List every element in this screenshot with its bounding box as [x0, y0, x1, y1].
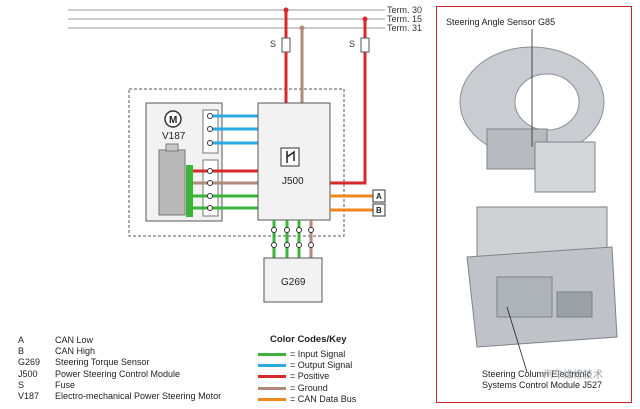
motor-symbol: M: [169, 115, 177, 126]
angle-sensor-caption: Steering Angle Sensor G85: [446, 17, 556, 27]
swatch: [258, 386, 286, 390]
term30-label: Term. 30: [387, 5, 422, 15]
g269-sensor: [263, 257, 323, 303]
legend-row: J500 Power Steering Control Module: [18, 369, 258, 380]
pin: [207, 180, 213, 186]
legend-desc: Fuse: [55, 379, 76, 390]
legend-desc: Electro-mechanical Power Steering Motor: [55, 390, 222, 401]
module-enclosure: [128, 88, 345, 237]
component-photo-panel: [436, 6, 632, 403]
control-module-icon-arrow: [286, 150, 295, 161]
can-high-label: B: [376, 206, 382, 215]
pin: [296, 242, 302, 248]
pin: [296, 227, 302, 233]
color-key-label: = Ground: [290, 382, 328, 393]
pin: [207, 205, 213, 211]
legend-code: J500: [18, 368, 38, 379]
motor-position-sensor: [158, 149, 186, 216]
abbreviation-legend: A CAN Low B CAN High G269 Steering Torque S…: [18, 335, 258, 402]
fuse-label: S: [349, 39, 355, 49]
steering-module-illustration: [459, 29, 618, 373]
can-high-terminal: [372, 203, 386, 217]
color-key-row: = CAN Data Bus: [258, 394, 428, 405]
g269-label: G269: [281, 277, 306, 288]
sensor-cap: [165, 143, 179, 152]
color-key-row: = Output Signal: [258, 360, 428, 371]
legend-row: S Fuse: [18, 380, 258, 391]
pin: [271, 227, 277, 233]
j527-connector: [556, 291, 593, 318]
pin: [207, 113, 213, 119]
color-key-row: = Positive: [258, 371, 428, 382]
control-module-icon: [280, 147, 300, 167]
term15-label: Term. 15: [387, 14, 422, 24]
legend-row: G269 Steering Torque Sensor: [18, 357, 258, 368]
pin: [207, 126, 213, 132]
sensor-bracket: [534, 141, 596, 193]
color-key-row: = Ground: [258, 383, 428, 394]
pin: [284, 227, 290, 233]
can-low-label: A: [376, 192, 382, 201]
fuse: [281, 37, 291, 53]
legend-row: V187 Electro-mechanical Power Steering Mo…: [18, 391, 258, 402]
pin: [207, 168, 213, 174]
color-key-row: = Input Signal: [258, 349, 428, 360]
j527-connector: [496, 276, 553, 318]
color-key-label: = CAN Data Bus: [290, 393, 357, 404]
j500-label: J500: [282, 176, 304, 187]
fuse-label: S: [270, 39, 276, 49]
legend-desc: CAN High: [55, 346, 96, 357]
ring-center-hole: [514, 73, 580, 131]
term31-label: Term. 31: [387, 23, 422, 33]
watermark-text: 汽车维修技术: [543, 370, 603, 381]
pin: [284, 242, 290, 248]
positive-wire: [330, 52, 367, 185]
caption-line: Systems Control Module J527: [482, 380, 603, 390]
legend-row: B CAN High: [18, 346, 258, 357]
legend-code: G269: [18, 357, 41, 368]
fuse: [360, 37, 370, 53]
callout-line: [506, 306, 528, 373]
can-low-terminal: [372, 189, 386, 203]
legend-code: B: [18, 346, 25, 357]
legend-code: S: [18, 379, 25, 390]
color-key-title: Color Codes/Key: [270, 334, 347, 345]
swatch: [258, 397, 286, 401]
motor-label: V187: [162, 131, 186, 142]
color-key: Color Codes/Key = Input Signal = Output …: [258, 334, 428, 405]
pin: [207, 140, 213, 146]
legend-code: A: [18, 335, 25, 345]
legend-code: V187: [18, 390, 40, 401]
pin: [308, 227, 314, 233]
color-key-label: = Input Signal: [290, 349, 346, 359]
color-key-label: = Output Signal: [290, 360, 353, 371]
legend-desc: Power Steering Control Module: [55, 368, 181, 379]
swatch: [258, 364, 286, 368]
legend-desc: CAN Low: [55, 335, 94, 345]
color-key-label: = Positive: [290, 371, 330, 382]
legend-desc: Steering Torque Sensor: [55, 357, 150, 368]
motor-icon: [164, 110, 182, 128]
caption-line: Steering Column Electronic: [482, 369, 592, 379]
pin: [207, 193, 213, 199]
sensor-connector: [186, 165, 193, 217]
sensor-connector-block: [202, 159, 219, 217]
legend-row: A CAN Low: [18, 335, 258, 346]
swatch: [258, 375, 286, 379]
pin: [308, 242, 314, 248]
swatch: [258, 353, 286, 357]
pin: [271, 242, 277, 248]
control-module-caption: Steering Column Electronic Systems Contr…: [482, 369, 622, 391]
